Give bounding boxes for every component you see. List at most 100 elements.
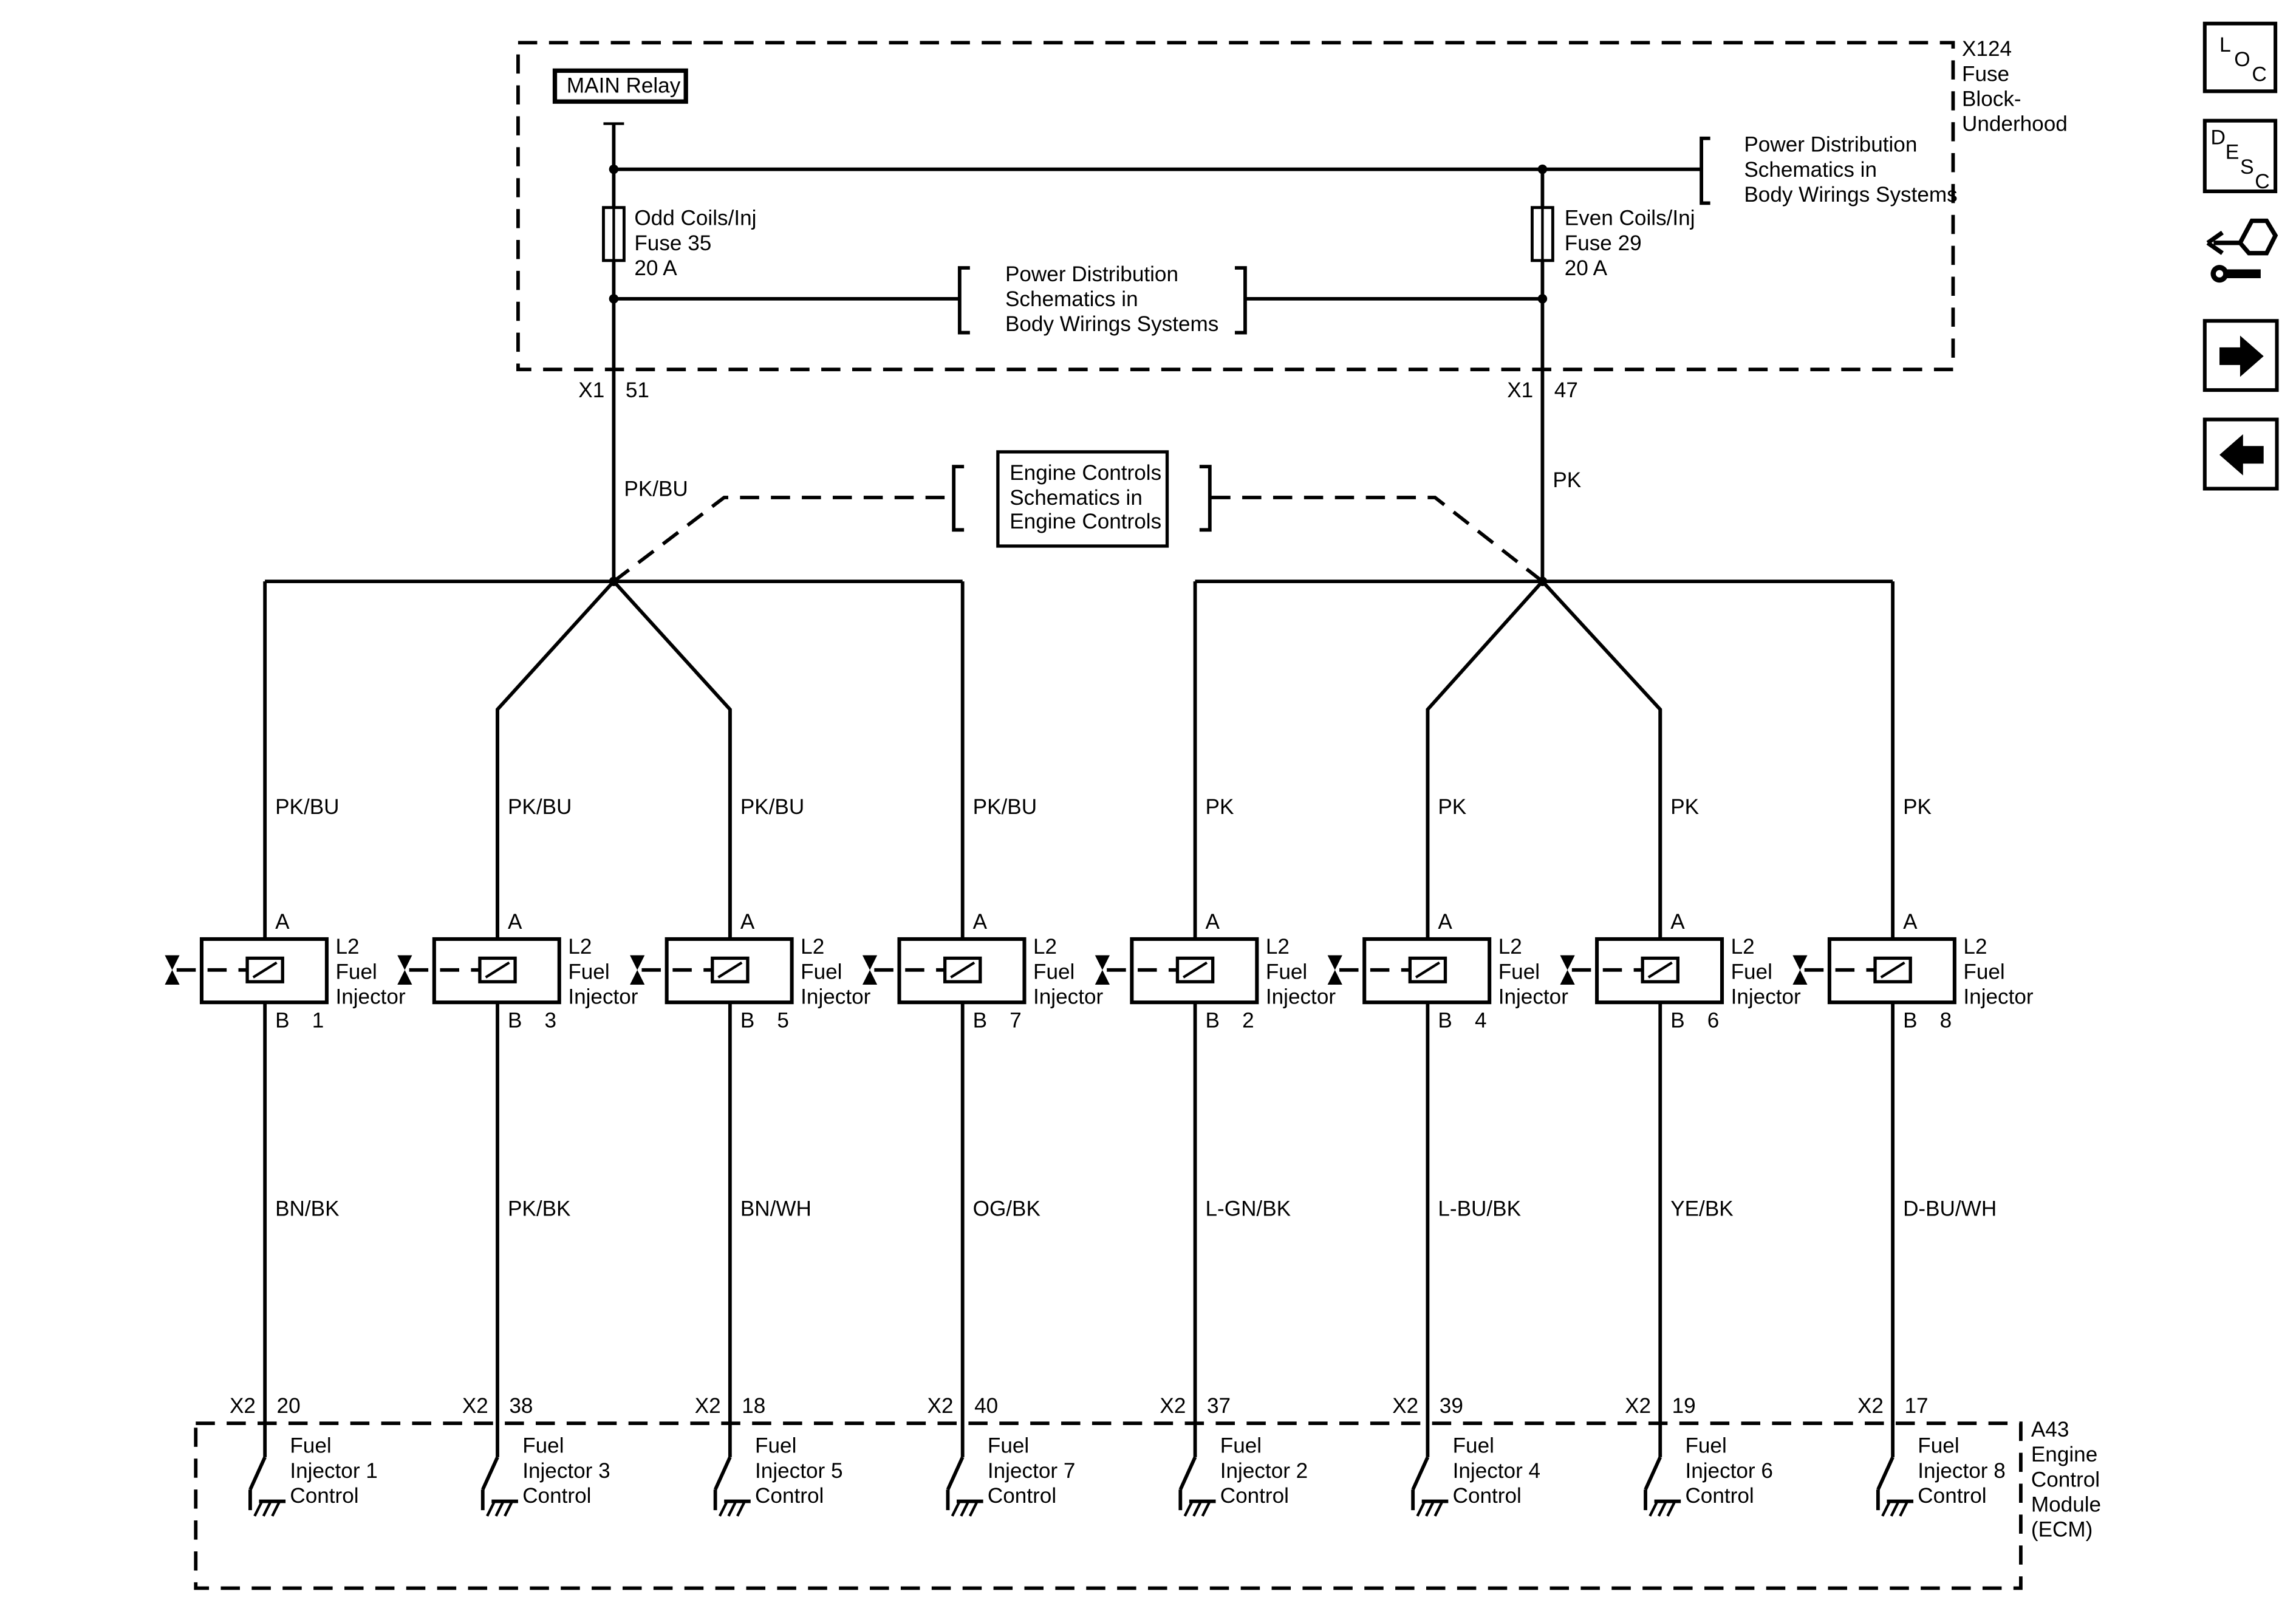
injector-number: 2 [1242,1008,1254,1032]
svg-text:Fuse: Fuse [1962,62,2009,86]
injector-name: L2 [335,935,359,959]
svg-text:Injector 1: Injector 1 [290,1459,377,1483]
chassis-ground-icon [486,1500,514,1517]
lower-wire-color: BN/WH [740,1197,811,1220]
engine-controls-ref[interactable]: Engine Controls Schematics in Engine Con… [952,450,1212,548]
svg-text:E: E [2226,141,2240,164]
arrow-left-icon [2219,434,2264,476]
chassis-ground-icon [718,1500,747,1517]
power-distribution-ref-right[interactable]: Power Distribution Schematics in Body Wi… [1700,133,1958,207]
chassis-ground-icon [951,1500,979,1517]
svg-text:A43: A43 [2031,1418,2069,1441]
arrow-right-icon [2219,335,2264,377]
svg-text:Injector 6: Injector 6 [1685,1459,1772,1483]
x2-connector: X2 [1625,1394,1651,1418]
lower-wire-color: L-BU/BK [1438,1197,1521,1220]
x2-pin: 20 [277,1394,301,1418]
ecm-boundary [194,1421,2023,1590]
upper-wire-color: PK/BU [740,795,804,819]
ecm-control-label: Fuel [1453,1434,1494,1458]
svg-text:Power Distribution: Power Distribution [1744,133,1917,157]
svg-text:C: C [2252,63,2266,86]
desc-button[interactable]: D E S C [2202,118,2278,193]
solenoid-coil [943,956,982,983]
svg-text:Injector: Injector [801,985,870,1009]
ecm-name: A43 Engine Control Module (ECM) [2031,1418,2101,1542]
ecm-control-label: Fuel [755,1434,796,1458]
svg-text:Fuel: Fuel [335,960,377,983]
lower-wire-color: PK/BK [508,1197,571,1220]
injector-name: L2 [568,935,592,959]
svg-text:Engine Controls: Engine Controls [1010,461,1161,485]
pin-b: B [740,1008,754,1032]
svg-text:Fuse 29: Fuse 29 [1565,231,1642,255]
pin-a: A [1903,910,1918,934]
prev-page-button[interactable] [2202,417,2279,491]
svg-text:S: S [2240,156,2254,179]
svg-text:Control: Control [2031,1468,2100,1491]
svg-text:Power Distribution: Power Distribution [1005,262,1178,286]
connector-wrench-icon[interactable] [2206,218,2278,283]
chassis-ground-icon [1881,1500,1909,1517]
pin-a: A [508,910,522,934]
svg-text:Engine: Engine [2031,1443,2097,1466]
svg-text:Injector 5: Injector 5 [755,1459,842,1483]
svg-text:O: O [2234,48,2250,71]
fuse-29-label: Even Coils/Inj Fuse 29 20 A [1565,207,1695,280]
pin-b: B [1438,1008,1452,1032]
ecm-control-label: Fuel [1220,1434,1262,1458]
injector-name: L2 [1731,935,1755,959]
svg-text:Injector: Injector [1498,985,1568,1009]
svg-text:Odd Coils/Inj: Odd Coils/Inj [634,207,756,230]
chassis-ground-icon [1649,1500,1676,1517]
x2-pin: 39 [1440,1394,1463,1418]
fuse-block-name: X124 Fuse Block- Underhood [1962,37,2068,136]
x2-connector: X2 [1160,1394,1186,1418]
pin-b: B [1206,1008,1220,1032]
lower-wire-color: YE/BK [1670,1197,1734,1220]
svg-text:Fuel: Fuel [801,960,842,983]
svg-text:Control: Control [1220,1484,1289,1508]
svg-text:Fuel: Fuel [1033,960,1075,983]
x2-pin: 18 [742,1394,765,1418]
upper-wire-color: PK/BU [275,795,339,819]
upper-wire-color: PK [1206,795,1234,819]
injector-name: L2 [1266,935,1290,959]
x1-left-connector: X1 [578,378,604,402]
svg-text:Module: Module [2031,1493,2101,1517]
injector-number: 8 [1940,1008,1952,1032]
next-page-button[interactable] [2202,319,2279,392]
power-distribution-ref-mid[interactable]: Power Distribution Schematics in Body Wi… [957,262,1247,336]
svg-text:Schematics in: Schematics in [1005,287,1138,311]
pin-a: A [973,910,988,934]
ground-connection-icon [862,955,878,985]
injector-name: L2 [1033,935,1057,959]
x2-connector: X2 [928,1394,954,1418]
svg-text:Even Coils/Inj: Even Coils/Inj [1565,207,1695,230]
chassis-ground-icon [1416,1500,1444,1517]
right-splice [1195,576,1893,942]
svg-text:Injector: Injector [1963,985,2033,1009]
pin-a: A [1670,910,1685,934]
left-splice [265,576,963,942]
svg-text:Schematics in: Schematics in [1744,158,1877,182]
solenoid-coil [478,956,517,983]
lower-wire-color: D-BU/WH [1903,1197,1997,1220]
svg-text:X124: X124 [1962,37,2012,61]
chassis-ground-icon [253,1500,281,1517]
svg-text:Control: Control [1453,1484,1522,1508]
pin-b: B [973,1008,987,1032]
injector-name: L2 [801,935,824,959]
feed-wire-right: PK [1553,468,1581,492]
upper-wire-color: PK [1903,795,1932,819]
ecm-control-label: Fuel [290,1434,331,1458]
injector-number: 6 [1707,1008,1720,1032]
svg-text:Injector: Injector [568,985,638,1009]
loc-button[interactable]: L O C [2202,21,2278,94]
